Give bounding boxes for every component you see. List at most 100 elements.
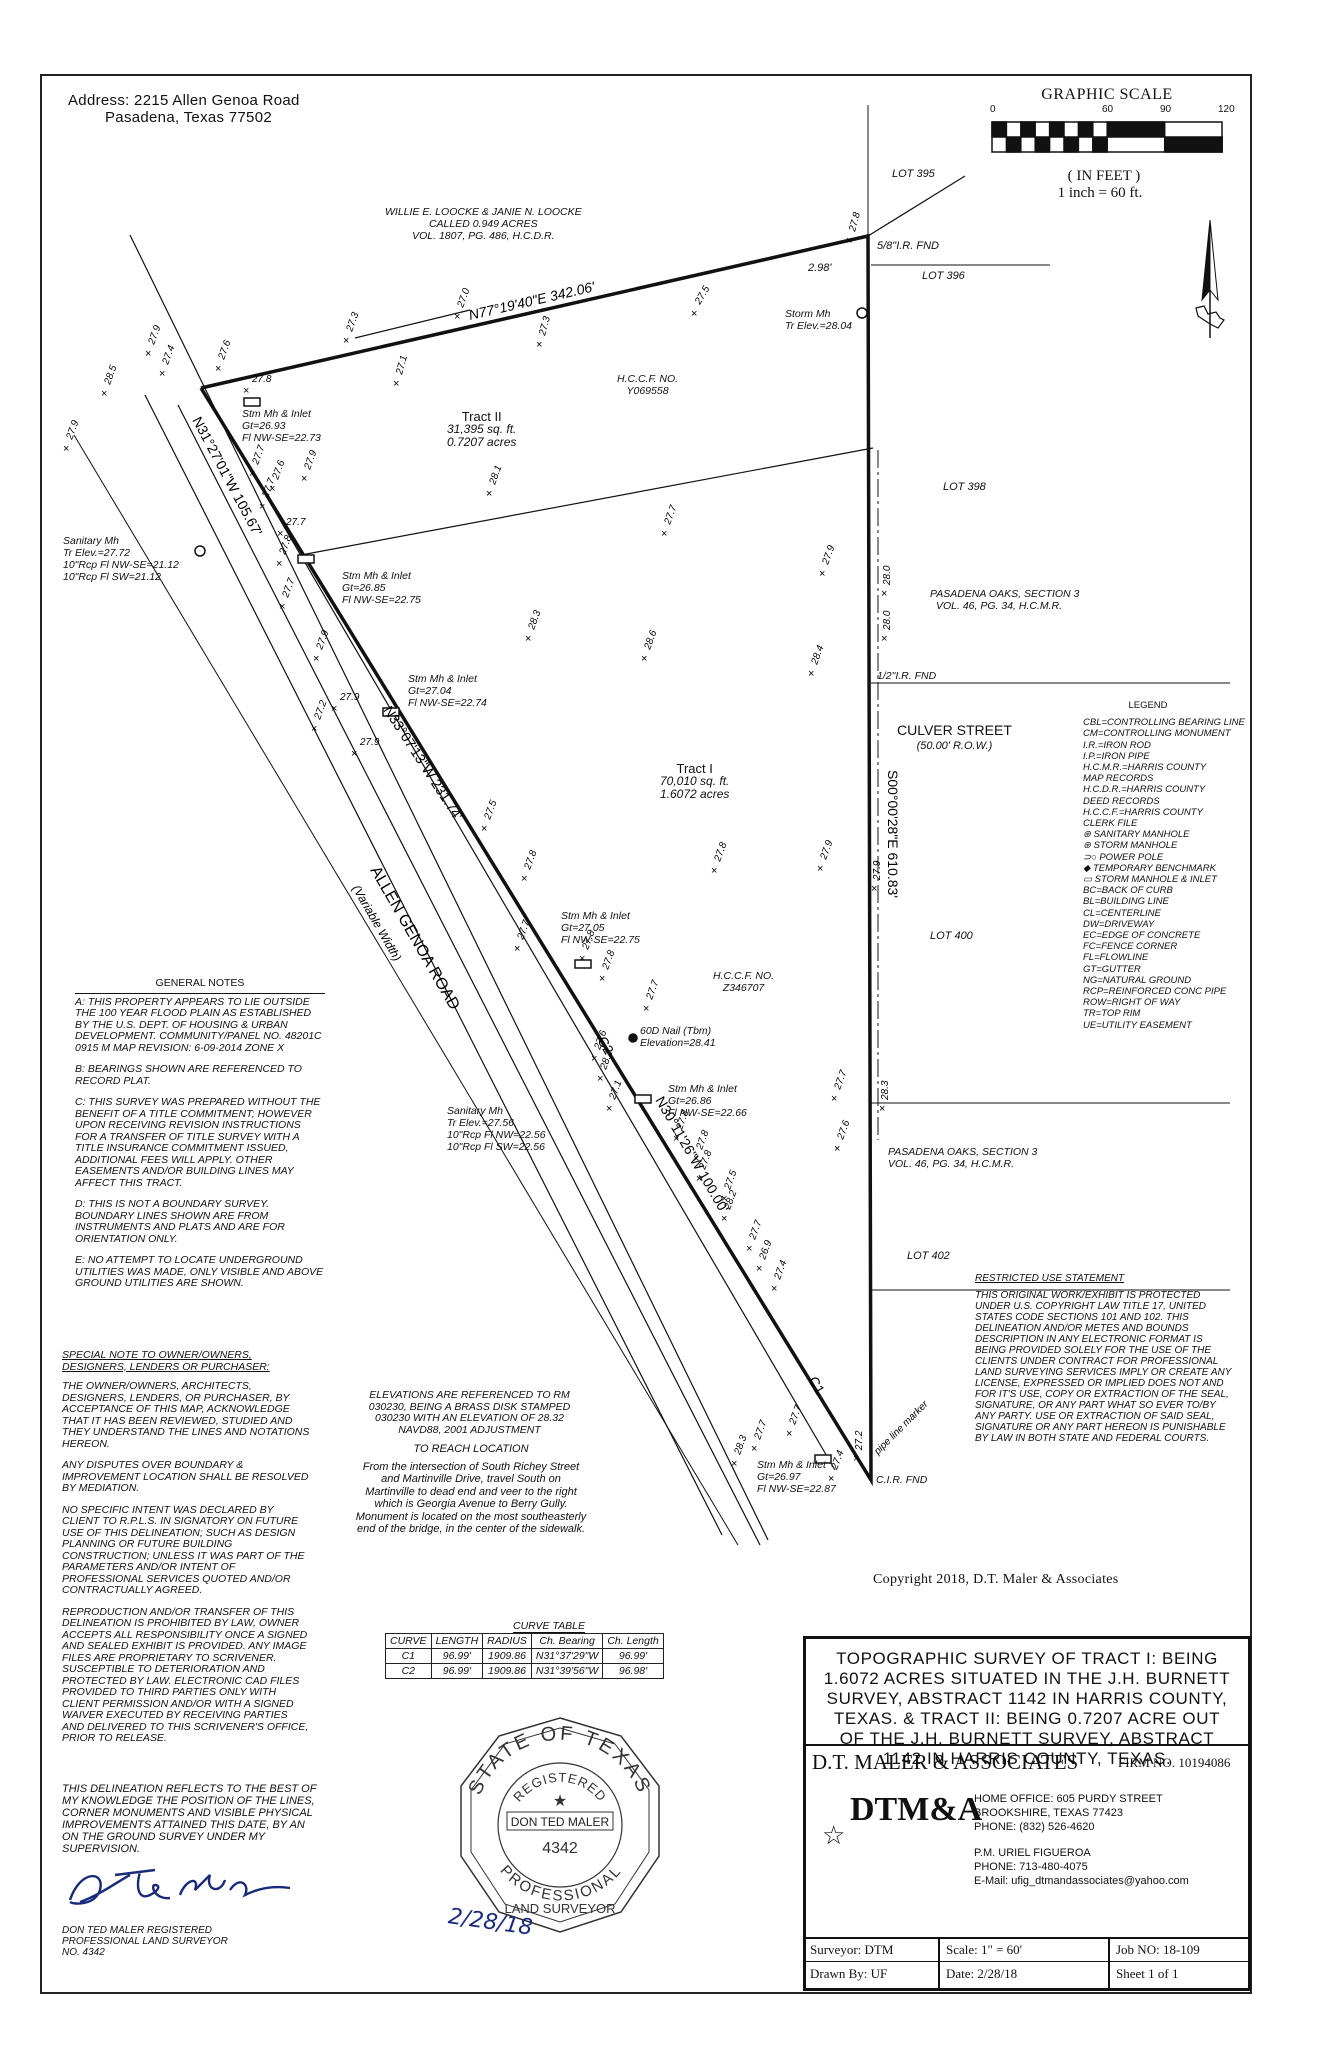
owner-north-line: CALLED 0.949 ACRES: [428, 218, 538, 230]
callout-line: Gt=27.05: [561, 922, 605, 934]
spot-marker-icon: ×: [301, 473, 307, 485]
graphic-scale: GRAPHIC SCALE 0 60 90 120 ( IN FEET ) 1 …: [982, 86, 1242, 202]
pm-line: PHONE: 713-480-4075: [974, 1861, 1088, 1873]
spot-elevation: 27.9: [302, 449, 319, 472]
seal-name: DON TED MALER: [511, 1815, 610, 1829]
callout-line: Gt=26.97: [757, 1471, 801, 1483]
north-fence: [354, 309, 471, 339]
callout-line: Sanitary Mh: [63, 535, 120, 547]
spot-elevation: 28.3: [880, 1080, 891, 1101]
storm-inlet-icon: [634, 1094, 652, 1104]
firm-row: D.T. MALER & ASSOCIATES FIRM NO. 1019408…: [806, 1744, 1248, 1992]
hccf-label: H.C.C.F. NO.: [617, 373, 679, 385]
spot-marker-icon: ×: [215, 363, 221, 375]
spot-elevation: 27.9: [359, 737, 380, 748]
legend-item: CL=CENTERLINE: [1083, 908, 1253, 919]
callout-line: 10"Rcp Fl SW=21.12: [63, 571, 161, 583]
spot-marker-icon: ×: [311, 723, 317, 735]
spot-elevation: 27.1: [607, 1079, 624, 1102]
legend-item-text: FL=FLOWLINE: [1083, 952, 1149, 964]
legend-item-text: UE=UTILITY EASEMENT: [1083, 1019, 1192, 1031]
owner-north-line: VOL. 1807, PG. 486, H.C.D.R.: [412, 230, 555, 242]
general-notes: GENERAL NOTES A: THIS PROPERTY APPEARS T…: [75, 977, 325, 1300]
callout-line: 60D Nail (Tbm): [640, 1025, 712, 1037]
legend-item-text: CL=CENTERLINE: [1083, 907, 1161, 919]
legend-item-text: H.C.C.F.=HARRIS COUNTY: [1083, 806, 1203, 818]
stm-inlet-5: Stm Mh & Inlet Gt=26.86 Fl NW-SE=22.66: [668, 1083, 747, 1119]
lot-398: LOT 398: [943, 481, 986, 493]
legend-item-text: H.C.M.R.=HARRIS COUNTY: [1083, 762, 1207, 774]
spot-marker-icon: ×: [834, 1143, 840, 1155]
spot-marker-icon: ×: [276, 558, 282, 570]
callout-line: Stm Mh & Inlet: [561, 910, 630, 922]
general-note: A: THIS PROPERTY APPEARS TO LIE OUTSIDE …: [75, 995, 322, 1054]
spot-marker-icon: ×: [756, 1263, 762, 1275]
legend-item: EC=EDGE OF CONCRETE: [1083, 930, 1253, 941]
stm-inlet-1: Stm Mh & Inlet Gt=26.93 Fl NW-SE=22.73: [242, 408, 321, 444]
spot-elevation: 27.7: [832, 1069, 849, 1092]
spot-marker-icon: ×: [159, 368, 165, 380]
owner-north-line: WILLIE E. LOOCKE & JANIE N. LOOCKE: [385, 206, 582, 218]
legend-item: CLERK FILE: [1083, 818, 1253, 829]
svg-text:STATE OF TEXAS: STATE OF TEXAS: [464, 1723, 655, 1798]
callout-line: Stm Mh & Inlet: [342, 570, 411, 582]
subdivision-record: VOL. 46, PG. 34, H.C.M.R.: [936, 600, 1063, 612]
road-back-of-curb: [129, 234, 769, 1541]
spot-marker-icon: ×: [259, 501, 265, 513]
storm-manhole-icon: [856, 307, 868, 319]
legend-item: DEED RECORDS: [1083, 796, 1253, 807]
curve-table-cell: C2: [385, 1663, 432, 1679]
tract-2-area-sqft: 31,395 sq. ft.: [447, 422, 517, 436]
spot-elevation: 27.9: [872, 860, 883, 881]
title-line: OF THE J.H. BURNETT SURVEY, ABSTRACT: [839, 1729, 1215, 1748]
hccf-number: Z346707: [722, 982, 765, 994]
legend-item: UE=UTILITY EASEMENT: [1083, 1020, 1253, 1031]
legend-item: MAP RECORDS: [1083, 773, 1253, 784]
scale-tick-0: 0: [990, 104, 996, 115]
legend-item-text: DW=DRIVEWAY: [1083, 918, 1155, 930]
spot-marker-icon: ×: [481, 823, 487, 835]
legend-item-text: STORM MANHOLE: [1093, 840, 1178, 852]
scale-ratio: 1 inch = 60 ft.: [1057, 185, 1143, 201]
lot-400: LOT 400: [930, 930, 973, 942]
spot-elevation: 27.7: [250, 444, 267, 467]
signer-line: PROFESSIONAL LAND SURVEYOR: [62, 1936, 228, 1947]
special-note: SPECIAL NOTE TO OWNER/OWNERS, DESIGNERS,…: [62, 1349, 312, 1755]
callout-line: Gt=26.85: [342, 582, 386, 594]
spot-elevation: 27.8: [522, 849, 539, 872]
curve-table-cell: C1: [385, 1648, 432, 1664]
spot-marker-icon: ×: [454, 311, 460, 323]
callout-line: Fl NW-SE=22.75: [342, 594, 421, 606]
callout-line: 10"Rcp Fl NW-SE=21.12: [63, 559, 179, 571]
legend-item-text: I.R.=IRON ROD: [1083, 739, 1151, 751]
legend-item: ⊛ STORM MANHOLE: [1083, 840, 1253, 851]
callout-line: Fl NW-SE=22.74: [408, 697, 487, 709]
elevations-note: ELEVATIONS ARE REFERENCED TO RM 030230, …: [368, 1389, 571, 1436]
spot-marker-icon: ×: [521, 873, 527, 885]
spot-elevation: 27.7: [644, 979, 661, 1002]
spot-elevation: 27.3: [537, 315, 553, 338]
address-line-2: Pasadena, Texas 77502: [105, 109, 272, 126]
legend-item-text: I.P.=IRON PIPE: [1083, 750, 1150, 762]
drawn-by-field: Drawn By: UF: [810, 1966, 888, 1981]
firm-name: D.T. MALER & ASSOCIATES: [812, 1750, 1079, 1774]
signer-block: DON TED MALER REGISTERED PROFESSIONAL LA…: [62, 1925, 228, 1958]
legend-item-text: BL=BUILDING LINE: [1083, 896, 1169, 908]
hccf-label: H.C.C.F. NO.: [713, 970, 775, 982]
spot-elevation: 27.8: [600, 949, 617, 972]
info-row-divider: [806, 1937, 1248, 1941]
curve-table-cell: 96.99': [602, 1648, 664, 1664]
seal-surveyor: LAND SURVEYOR: [504, 1901, 615, 1916]
sanitary-mh-1: Sanitary Mh Tr Elev.=27.72 10"Rcp Fl NW-…: [63, 535, 179, 583]
office-line: HOME OFFICE: 605 PURDY STREET: [974, 1793, 1163, 1805]
road-line-2: [144, 394, 723, 1536]
legend-item-text: MAP RECORDS: [1083, 773, 1154, 785]
storm-mh-top-line: Tr Elev.=28.04: [785, 320, 853, 332]
legend-item: ROW=RIGHT OF WAY: [1083, 997, 1253, 1008]
spot-marker-icon: ×: [731, 1458, 737, 1470]
storm-mh-top: Storm Mh Tr Elev.=28.04: [785, 308, 852, 332]
storm-inlet-icon: [297, 554, 315, 564]
